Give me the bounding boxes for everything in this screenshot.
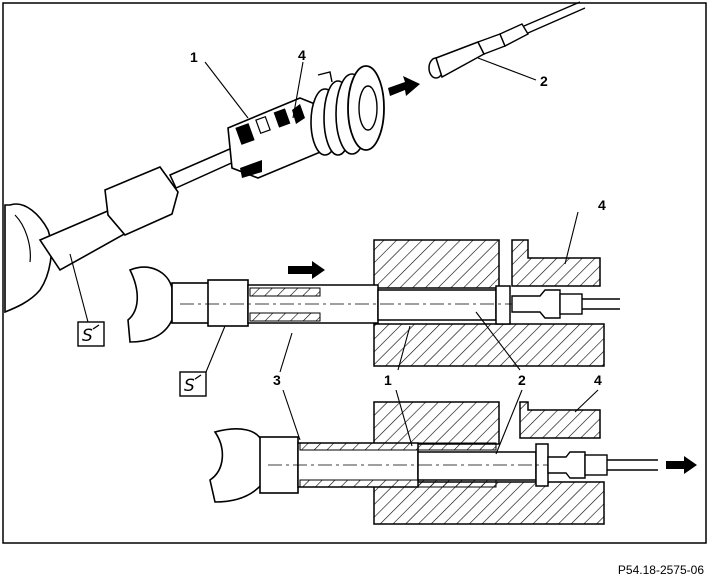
contact-pin-top [428,1,586,79]
callout-2-lower: 2 [518,372,526,388]
figure-frame [2,2,707,544]
callout-2-top: 2 [540,73,548,89]
perspective-view: 1 4 2 S [4,1,586,347]
seal-rings-top [310,65,385,156]
callout-4-middle: 4 [598,197,606,213]
hand-bottom [209,428,263,503]
svg-text:S: S [184,376,195,396]
push-direction-arrow-middle [288,261,325,279]
callout-4-lower: 4 [594,372,602,388]
special-tool-symbol-middle: S [179,325,226,397]
insert-direction-arrow-top [388,76,420,96]
special-tool-symbol-top: S [69,253,105,347]
section-view-lower [209,389,697,525]
connector-housing-top [227,97,331,179]
svg-text:S: S [82,326,93,346]
tool-shaft-top [168,147,240,189]
callout-4-top: 4 [298,47,306,63]
callout-3: 3 [273,372,281,388]
hand-top [4,203,53,314]
callout-1-lower: 1 [384,372,392,388]
hand-middle [127,266,173,343]
section-view-upper: 4 S [127,197,620,397]
figure-reference-code: P54.18-2575-06 [617,563,704,577]
callout-1-top: 1 [190,49,198,65]
pull-direction-arrow-bottom [666,456,697,474]
